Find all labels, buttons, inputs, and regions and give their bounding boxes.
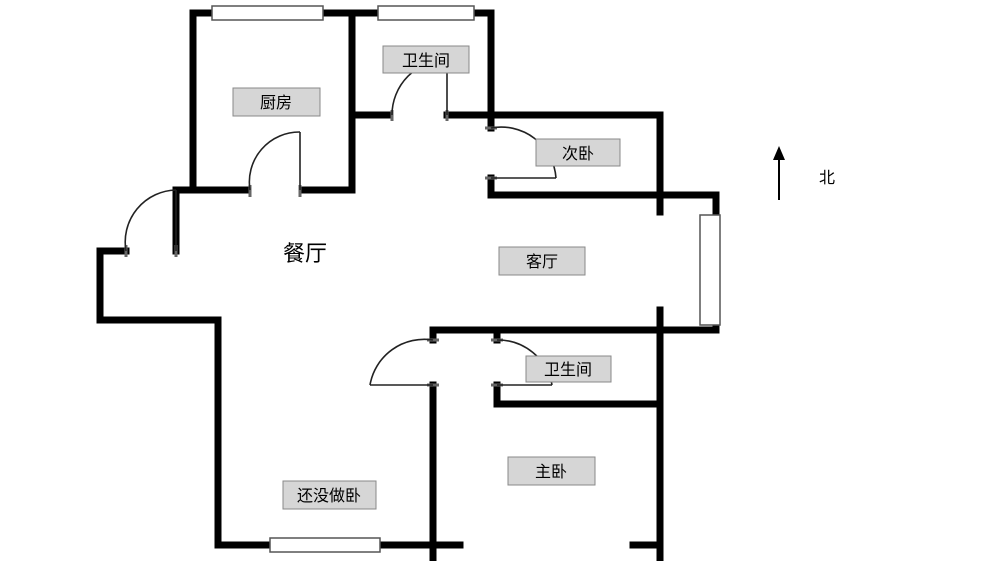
master-bedroom-label: 主卧 [535,462,567,481]
window-unfinished-south [269,537,381,553]
window-kitchen [211,5,324,21]
second-bedroom-label: 次卧 [562,144,594,163]
label-bath-north: 卫生间 [382,45,470,74]
compass: 北 [773,146,835,200]
wall-kitchen-east [300,9,356,194]
wall-west-outer [96,9,274,549]
bath-south-label: 卫生间 [544,360,592,379]
label-living: 客厅 [498,246,586,276]
door-entry [124,189,178,257]
windows [211,5,721,553]
label-bath-south: 卫生间 [525,355,612,383]
wall-second-bedroom [487,111,720,219]
door-kitchen [248,131,302,197]
wall-east-lower [656,306,720,561]
window-living-east [699,214,721,326]
dining-label: 餐厅 [283,242,327,267]
kitchen-label: 厨房 [260,93,292,112]
bath-north-label: 卫生间 [402,51,450,70]
door-second-bedroom [485,126,557,180]
label-unfinished-bedroom: 还没做卧 [282,480,377,510]
north-arrowhead-icon [773,146,785,160]
room-labels: 厨房 卫生间 次卧 餐厅 客厅 卫生间 主卧 还没做卧 [232,45,621,510]
unfinished-bedroom-label: 还没做卧 [297,486,361,505]
door-unfinished-bedroom [369,338,439,387]
label-kitchen: 厨房 [232,87,321,117]
north-label: 北 [819,168,835,187]
window-bath-north [377,5,475,21]
walls [96,9,720,561]
wall-bath-south [493,326,664,408]
doors [124,59,557,387]
living-label: 客厅 [526,252,558,271]
label-dining: 餐厅 [283,242,327,267]
label-second-bedroom: 次卧 [535,138,621,167]
label-master-bedroom: 主卧 [507,456,596,486]
